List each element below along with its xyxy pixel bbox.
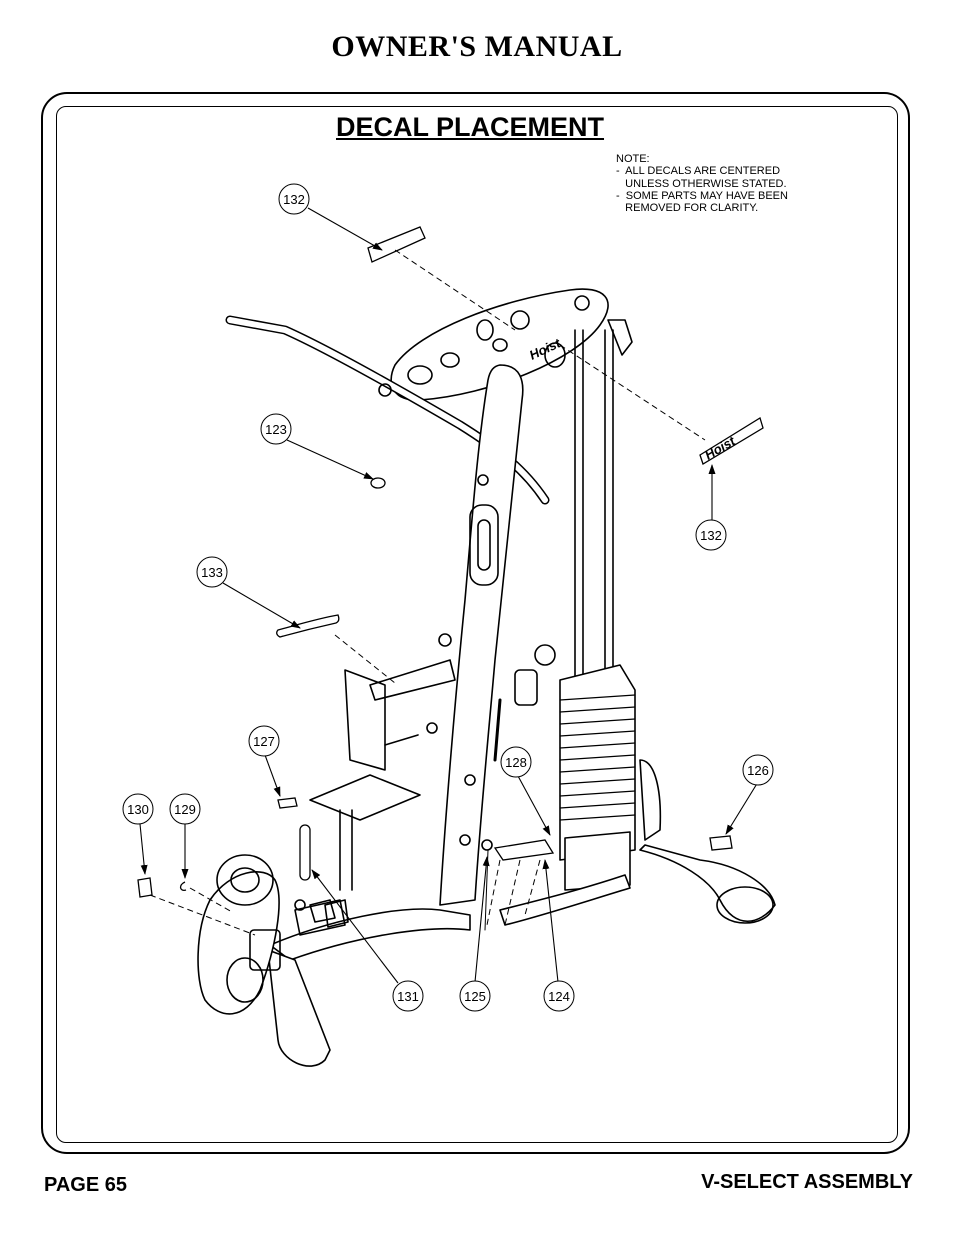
decal-126 (709, 835, 733, 851)
outer-frame (41, 92, 910, 1154)
callout-129: 129 (169, 793, 201, 825)
decal-shapes: Hoist (137, 226, 764, 898)
decal-124 (493, 839, 555, 861)
decal-129 (179, 881, 187, 891)
svg-text:131: 131 (397, 989, 419, 1004)
note-line: REMOVED FOR CLARITY. (616, 202, 759, 215)
page-number: PAGE 65 (44, 1174, 127, 1196)
decal-132-top (367, 226, 426, 263)
note-line: - SOME PARTS MAY HAVE BEEN (616, 189, 788, 202)
svg-text:125: 125 (464, 989, 486, 1004)
callout-128: 128 (500, 746, 532, 778)
callout-132-right: 132 (695, 519, 727, 551)
decal-131 (299, 824, 311, 881)
note-block: NOTE: - ALL DECALS ARE CENTERED UNLESS O… (616, 153, 788, 214)
dashed-placement-lines (149, 249, 706, 936)
callout-130: 130 (122, 793, 154, 825)
section-footer-title: V-SELECT ASSEMBLY (701, 1171, 913, 1193)
decal-130 (137, 877, 153, 898)
callout-133: 133 (196, 556, 228, 588)
section-title: DECAL PLACEMENT (336, 112, 605, 142)
decal-133 (276, 614, 340, 638)
svg-text:133: 133 (201, 565, 223, 580)
decal-132-logo: Hoist (699, 417, 764, 465)
page-header-title: OWNER'S MANUAL (331, 30, 623, 63)
svg-text:132: 132 (700, 528, 722, 543)
callout-bubbles: 132 132 123 133 127 128 126 130 (122, 183, 774, 1012)
callout-131: 131 (392, 980, 424, 1012)
svg-text:129: 129 (174, 802, 196, 817)
leader-arrows (139, 207, 759, 984)
note-line: - ALL DECALS ARE CENTERED (616, 165, 781, 178)
svg-text:124: 124 (548, 989, 570, 1004)
callout-123: 123 (260, 413, 292, 445)
svg-text:132: 132 (283, 192, 305, 207)
svg-text:123: 123 (265, 422, 287, 437)
callout-127: 127 (248, 725, 280, 757)
callout-125: 125 (459, 980, 491, 1012)
svg-text:128: 128 (505, 755, 527, 770)
svg-text:127: 127 (253, 734, 275, 749)
callout-126: 126 (742, 754, 774, 786)
decal-127 (277, 797, 298, 809)
callout-124: 124 (543, 980, 575, 1012)
callout-132-top: 132 (278, 183, 310, 215)
note-line: UNLESS OTHERWISE STATED. (616, 177, 787, 190)
decal-123 (370, 477, 386, 489)
svg-text:126: 126 (747, 763, 769, 778)
note-heading: NOTE: (616, 153, 650, 165)
machine-illustration: Hoist (197, 288, 776, 1067)
inner-frame (56, 106, 898, 1143)
svg-text:130: 130 (127, 802, 149, 817)
